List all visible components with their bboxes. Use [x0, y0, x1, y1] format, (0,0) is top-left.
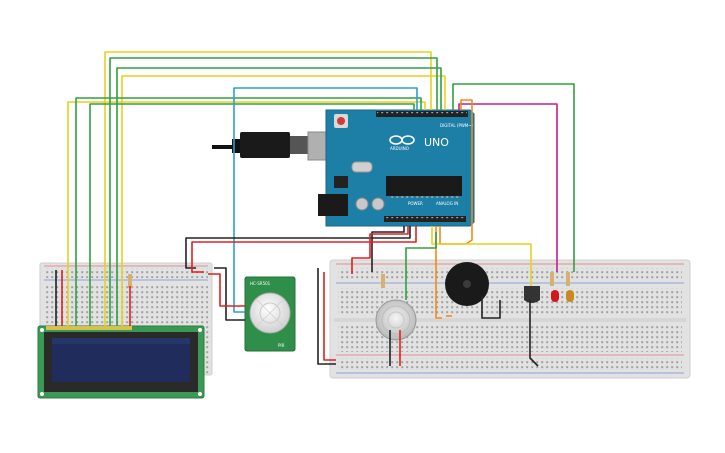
- lcd-pins: [46, 326, 132, 330]
- pir-bottom-label: PIR: [278, 343, 285, 348]
- pir-sensor: HC-SR501 PIR: [244, 276, 296, 352]
- temperature-sensor: [524, 286, 540, 303]
- analog-label: ANALOG IN: [436, 201, 458, 206]
- arduino-model: UNO: [424, 136, 449, 149]
- gas-sensor: [375, 299, 417, 341]
- resistors: [128, 272, 570, 288]
- power-label: POWER: [408, 201, 423, 206]
- wires: [55, 51, 575, 367]
- piezo-buzzer: [445, 262, 489, 306]
- lcd-display: [37, 325, 205, 399]
- pir-top-label: HC-SR501: [250, 281, 271, 286]
- arduino-uno: DIGITAL (PWM~) ARDUINO UNO POWER ANALOG …: [212, 109, 475, 227]
- arduino-logo: [389, 135, 415, 145]
- led-orange: [566, 290, 574, 302]
- arduino-brand: ARDUINO: [390, 146, 409, 151]
- led-red: [551, 290, 559, 302]
- digital-label: DIGITAL (PWM~): [440, 123, 474, 128]
